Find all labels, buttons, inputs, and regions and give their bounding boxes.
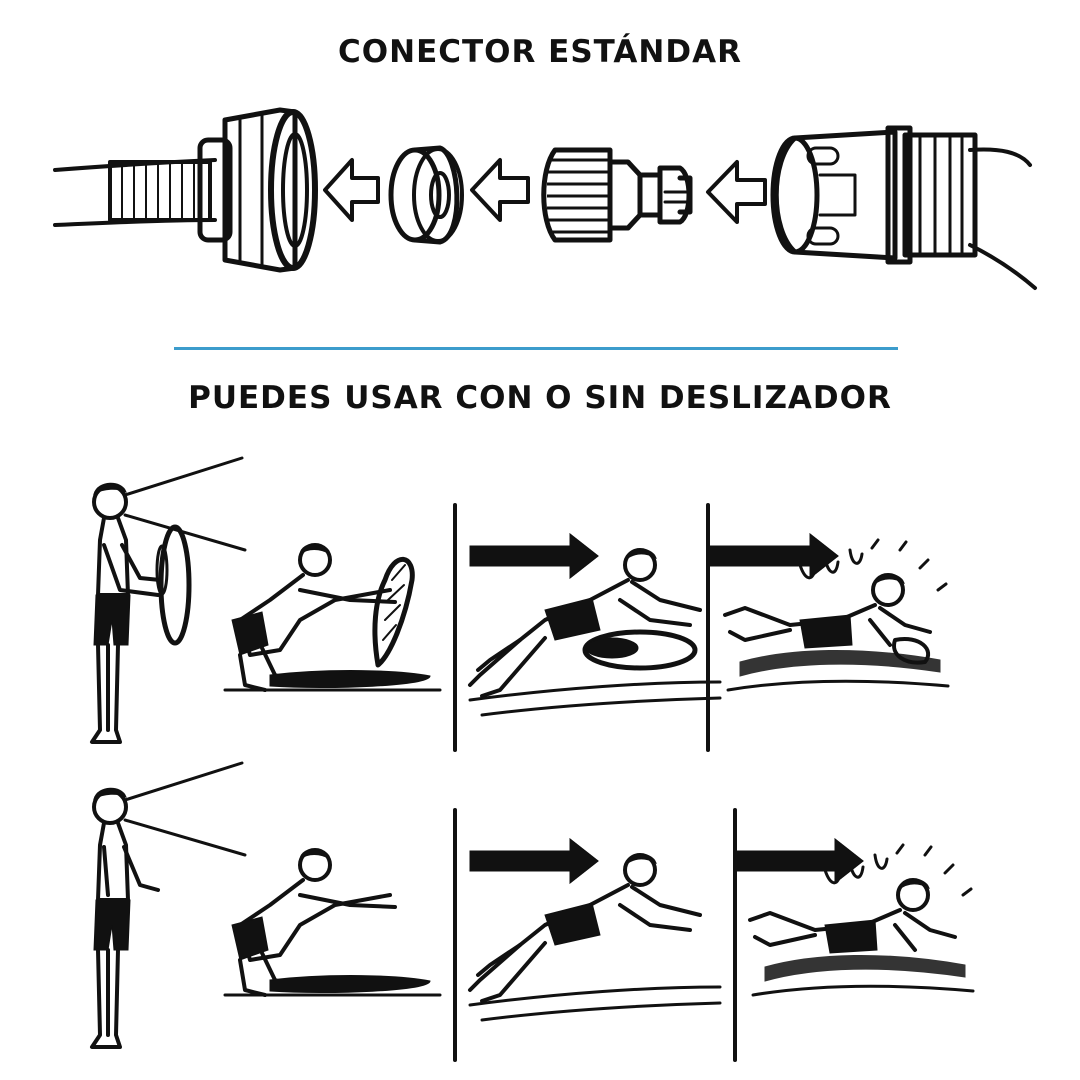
section-divider [174, 347, 898, 350]
hollow-left-arrow-icon [706, 160, 767, 224]
crouch-step-with-board [223, 542, 442, 692]
solid-right-arrow-icon [709, 532, 839, 580]
usage-title: PUEDES USAR CON O SIN DESLIZADOR [188, 380, 892, 416]
crouch-step-without-board [223, 847, 442, 997]
usage-row-with-slider [92, 456, 950, 752]
connector-diagram [53, 107, 1037, 290]
hollow-left-arrow-icon [470, 158, 530, 222]
connector-title: CONECTOR ESTÁNDAR [338, 34, 742, 70]
person-pointing-icon [90, 761, 247, 1049]
person-holding-board-icon [92, 456, 247, 742]
usage-row-without-slider [90, 761, 975, 1062]
threaded-adapter-icon [541, 147, 693, 243]
splash-step-with-board [708, 532, 950, 692]
splash-step-without-board [733, 837, 975, 997]
washer-ring-icon [388, 145, 464, 245]
slide-step-without-board [468, 837, 722, 1022]
quick-connector-icon [770, 125, 1037, 290]
hollow-left-arrow-icon [323, 158, 380, 222]
solid-right-arrow-icon [734, 837, 864, 885]
usage-diagram [0, 456, 975, 1062]
threaded-faucet-nut-icon [53, 107, 318, 273]
solid-right-arrow-icon [469, 532, 599, 580]
solid-right-arrow-icon [469, 837, 599, 885]
slide-step-with-board [468, 532, 722, 717]
